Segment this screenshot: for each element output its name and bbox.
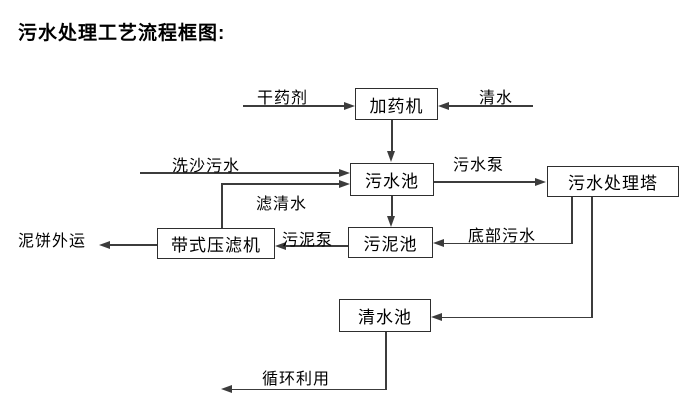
edge-mud-cake-line <box>110 244 157 246</box>
flow-label-bottom-sewage: 底部污水 <box>468 228 537 245</box>
flow-label-mud-cake-outbound: 泥饼外运 <box>18 233 87 250</box>
edge-sewage-pump-line <box>434 181 536 183</box>
node-sewage-treatment-tower: 污水处理塔 <box>547 166 679 197</box>
flow-label-clean-water-inlet: 清水 <box>479 90 514 107</box>
arrowhead-mud-cake-outbound-icon <box>99 240 110 249</box>
node-belt-filter-press: 带式压滤机 <box>157 228 275 259</box>
arrowhead-into-belt-press-icon <box>275 241 286 250</box>
edge-sludge-pump-line <box>286 245 348 247</box>
edge-sand-washing-sewage-line <box>140 172 340 174</box>
arrowhead-into-sludge-pool-top-icon <box>387 216 395 227</box>
arrowhead-into-dosing-machine-right-icon <box>438 101 449 110</box>
arrowhead-into-sewage-pool-left-lower-icon <box>339 179 350 188</box>
edge-sewage-to-sludge-pool-line <box>391 196 393 217</box>
edge-dosing-to-sewage-pool-line <box>391 120 393 152</box>
flow-label-dry-chemical: 干药剂 <box>257 90 309 107</box>
node-dosing-machine: 加药机 <box>355 88 438 120</box>
arrowhead-recycle-reuse-icon <box>221 385 232 393</box>
edge-bottom-sewage-horizontal-line <box>444 242 573 244</box>
node-clean-water-pool: 清水池 <box>339 299 431 332</box>
arrowhead-into-treatment-tower-icon <box>535 177 546 186</box>
flow-label-sewage-pump: 污水泵 <box>453 157 505 174</box>
flow-label-sand-washing-sewage: 洗沙污水 <box>172 158 241 175</box>
node-sewage-pool: 污水池 <box>350 163 434 196</box>
edge-recycle-vertical-line <box>385 332 387 390</box>
edge-tower-to-clean-pool-vertical-line <box>591 197 593 318</box>
node-sludge-pool: 污泥池 <box>348 227 433 258</box>
edge-recycle-horizontal-line <box>232 388 387 390</box>
edge-dry-chemical-line <box>243 105 345 107</box>
arrowhead-into-sewage-pool-top-icon <box>387 151 395 162</box>
edge-bottom-sewage-vertical-line <box>571 197 573 244</box>
arrowhead-into-sludge-pool-right-icon <box>433 239 444 247</box>
edge-filtered-water-horizontal-line <box>221 183 340 185</box>
edge-filtered-water-vertical-line <box>221 184 223 228</box>
arrowhead-into-clean-pool-icon <box>431 313 442 321</box>
page-title: 污水处理工艺流程框图: <box>18 23 226 44</box>
flow-label-sludge-pump: 污泥泵 <box>282 232 334 249</box>
flow-label-recycle-reuse: 循环利用 <box>262 371 331 388</box>
arrowhead-into-dosing-machine-left-icon <box>344 101 355 110</box>
edge-tower-to-clean-pool-horizontal-line <box>442 316 593 318</box>
edge-clean-water-line <box>448 105 533 107</box>
flow-label-filtered-water: 滤清水 <box>256 196 308 213</box>
arrowhead-into-sewage-pool-left-upper-icon <box>339 168 350 177</box>
